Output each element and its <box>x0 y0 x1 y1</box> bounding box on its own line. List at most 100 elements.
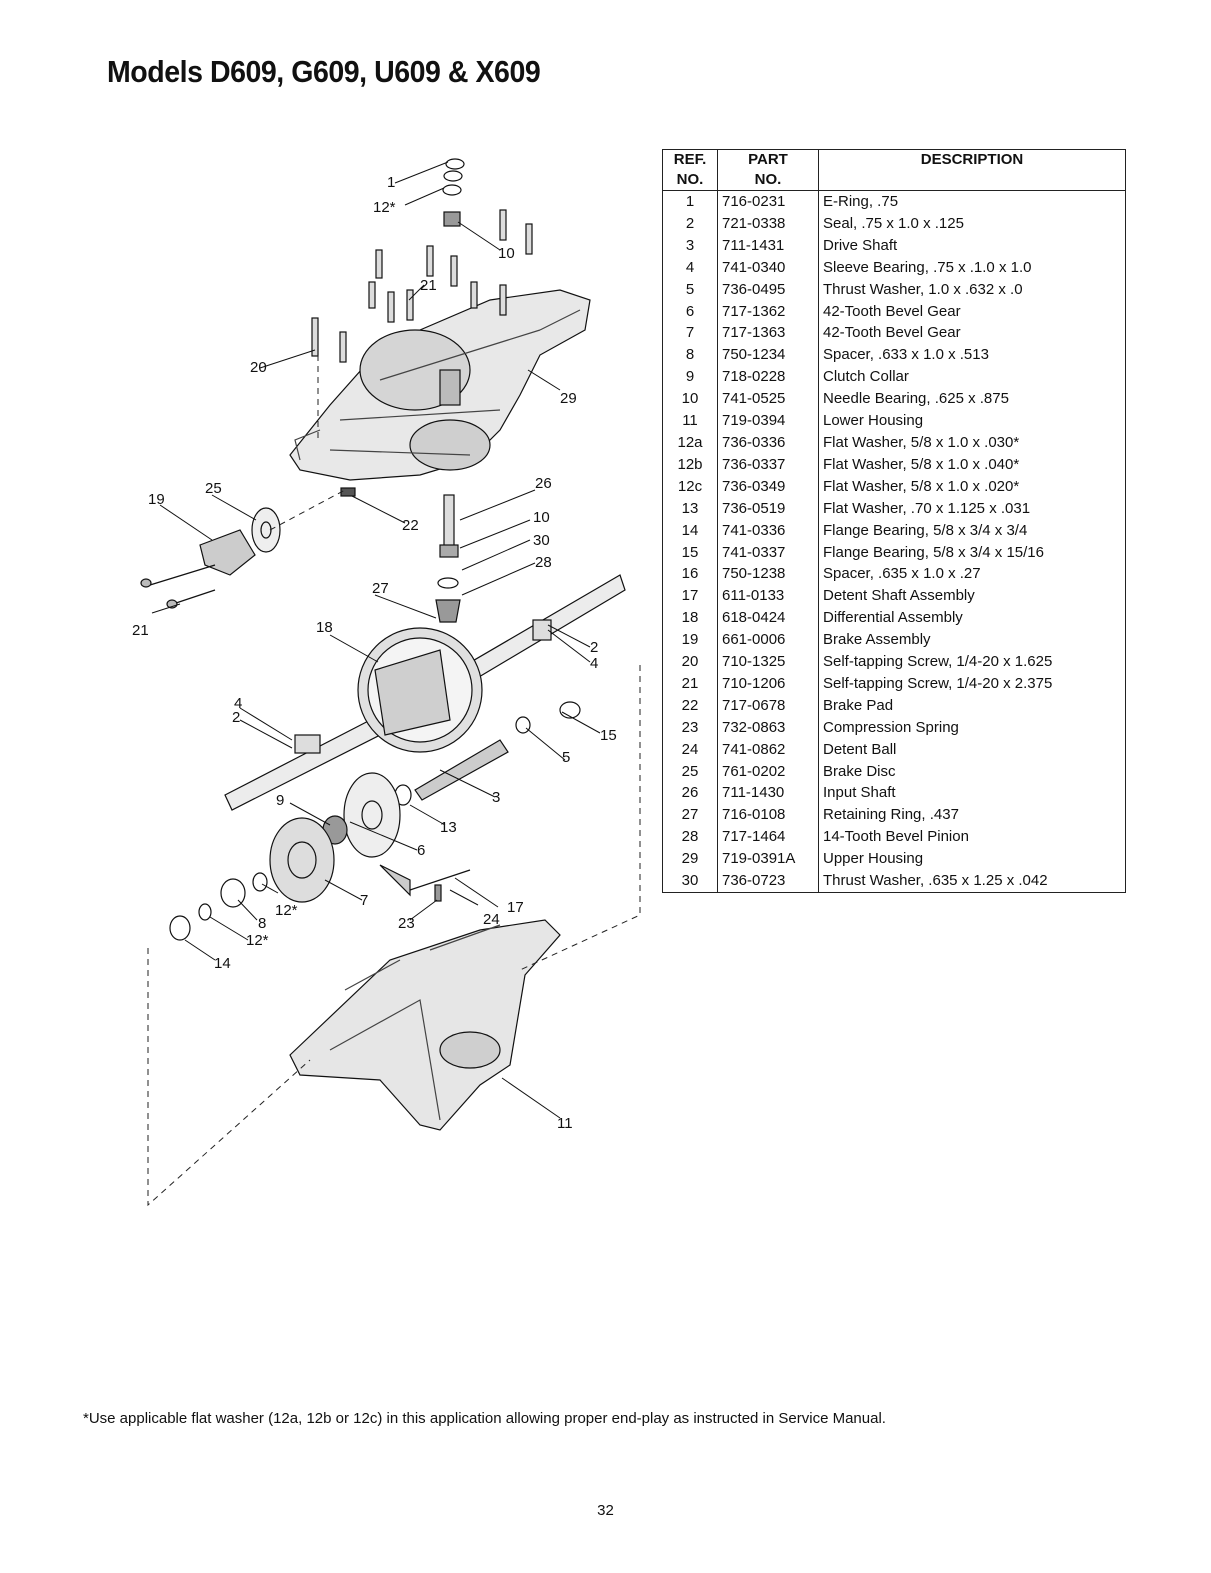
description-cell: Flat Washer, .70 x 1.125 x .031 <box>818 497 1126 520</box>
part-no-cell: 732-0863 <box>717 716 819 739</box>
ref-cell: 24 <box>662 738 718 761</box>
part-no-cell: 710-1206 <box>717 672 819 695</box>
part-no-cell: 750-1238 <box>717 563 819 586</box>
callout-label: 24 <box>483 911 500 928</box>
part-no-cell: 736-0337 <box>717 453 819 476</box>
part-no-cell: 661-0006 <box>717 629 819 652</box>
part-no-cell: 736-0495 <box>717 278 819 301</box>
ref-cell: 29 <box>662 848 718 871</box>
callout-label: 20 <box>250 359 267 376</box>
exploded-parts-diagram: 1 12* 10 21 20 29 25 19 26 22 10 30 28 2… <box>132 158 641 1207</box>
ref-cell: 19 <box>662 629 718 652</box>
part-no-cell: 741-0862 <box>717 738 819 761</box>
callout-label: 17 <box>507 899 524 916</box>
ref-cell: 25 <box>662 760 718 783</box>
description-cell: Differential Assembly <box>818 607 1126 630</box>
callout-label: 4 <box>234 695 242 712</box>
description-cell: Clutch Collar <box>818 366 1126 389</box>
callout-label: 26 <box>535 475 552 492</box>
part-no-cell: 716-0231 <box>717 190 819 213</box>
description-cell: 14-Tooth Bevel Pinion <box>818 826 1126 849</box>
part-no-cell: 711-1430 <box>717 782 819 805</box>
callout-label: 13 <box>440 819 457 836</box>
part-no-cell: 611-0133 <box>717 585 819 608</box>
description-cell: E-Ring, .75 <box>818 190 1126 213</box>
ref-cell: 1 <box>662 190 718 213</box>
part-no-cell: 717-0678 <box>717 694 819 717</box>
description-cell: Lower Housing <box>818 410 1126 432</box>
part-no-cell: 717-1464 <box>717 826 819 849</box>
callout-label: 2 <box>232 709 240 726</box>
ref-cell: 28 <box>662 826 718 849</box>
callout-label: 30 <box>533 532 550 549</box>
lower-housing-drawing <box>289 919 561 1131</box>
part-no-cell: 618-0424 <box>717 607 819 630</box>
callout-label: 23 <box>398 915 415 932</box>
callout-label: 10 <box>498 245 515 262</box>
callout-label: 6 <box>417 842 425 859</box>
gear-train-drawing <box>169 701 581 941</box>
description-cell: Detent Shaft Assembly <box>818 585 1126 608</box>
ref-cell: 13 <box>662 497 718 520</box>
ref-cell: 17 <box>662 585 718 608</box>
callout-labels: 1 12* 10 21 20 29 25 19 26 22 10 30 28 2… <box>132 174 617 1132</box>
ref-cell: 27 <box>662 804 718 827</box>
description-cell: Spacer, .633 x 1.0 x .513 <box>818 344 1126 367</box>
part-no-cell: 719-0394 <box>717 410 819 432</box>
callout-label: 29 <box>560 390 577 407</box>
description-cell: 42-Tooth Bevel Gear <box>818 322 1126 345</box>
screws-drawing <box>311 209 533 363</box>
part-no-cell: 721-0338 <box>717 212 819 235</box>
page-title: Models D609, G609, U609 & X609 <box>107 54 541 89</box>
part-no-cell: 741-0336 <box>717 519 819 542</box>
ref-cell: 23 <box>662 716 718 739</box>
description-cell: Needle Bearing, .625 x .875 <box>818 388 1126 411</box>
callout-label: 11 <box>557 1115 573 1132</box>
description-cell: Seal, .75 x 1.0 x .125 <box>818 212 1126 235</box>
ref-cell: 16 <box>662 563 718 586</box>
description-cell: Retaining Ring, .437 <box>818 804 1126 827</box>
top-washers-drawing <box>442 158 465 227</box>
callout-label: 12* <box>246 932 269 949</box>
callout-label: 25 <box>205 480 222 497</box>
ref-cell: 5 <box>662 278 718 301</box>
part-no-cell: 719-0391A <box>717 848 819 871</box>
input-shaft-drawing <box>340 487 461 623</box>
description-cell: Sleeve Bearing, .75 x .1.0 x 1.0 <box>818 256 1126 279</box>
description-cell: Thrust Washer, .635 x 1.25 x .042 <box>818 870 1126 894</box>
callout-label: 15 <box>600 727 617 744</box>
part-no-cell: 741-0525 <box>717 388 819 411</box>
part-no-cell: 711-1431 <box>717 234 819 257</box>
callout-label: 2 <box>590 639 598 656</box>
description-cell: Flat Washer, 5/8 x 1.0 x .030* <box>818 431 1126 454</box>
part-no-cell: 741-0340 <box>717 256 819 279</box>
part-no-cell: 736-0519 <box>717 497 819 520</box>
upper-housing-drawing <box>289 289 591 481</box>
callout-label: 10 <box>533 509 550 526</box>
part-no-cell: 736-0336 <box>717 431 819 454</box>
part-no-cell: 716-0108 <box>717 804 819 827</box>
brake-assembly-drawing <box>140 507 281 609</box>
callout-label: 4 <box>590 655 598 672</box>
